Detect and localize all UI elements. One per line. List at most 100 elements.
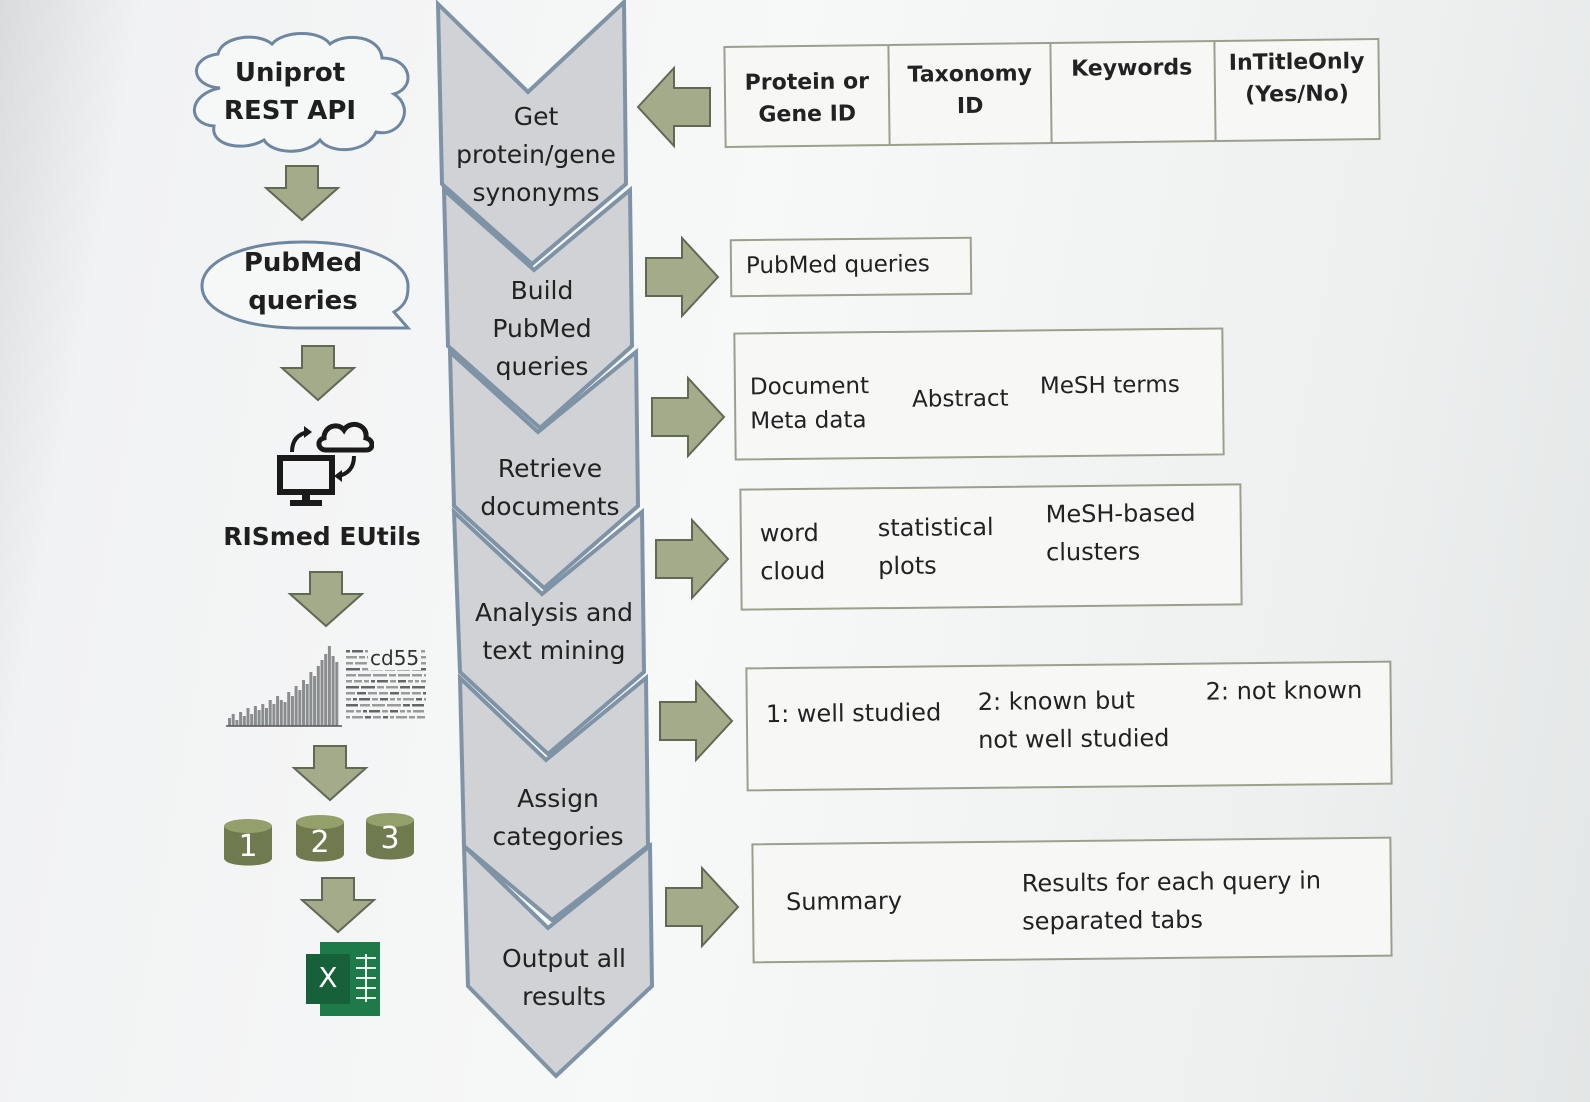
word-cloud-word-mark	[423, 692, 426, 695]
thumbnail-bar	[302, 680, 305, 726]
pubmed-queries-box: PubMed queries	[729, 236, 973, 298]
word-cloud-line1: word	[759, 518, 819, 548]
pubmed-label-line2: queries	[248, 286, 358, 316]
rismed-label: RISmed EUtils	[223, 522, 421, 551]
word-cloud-word-mark	[398, 680, 406, 683]
stage-5-line1: Assign	[517, 784, 599, 813]
stage-5-label: Assign categories	[458, 780, 658, 856]
thumbnail-bar	[268, 700, 272, 726]
word-cloud-word-mark	[390, 680, 396, 683]
word-cloud-word-mark	[346, 710, 354, 713]
word-cloud-word-mark	[412, 674, 422, 677]
word-cloud-word-mark	[360, 704, 370, 707]
word-cloud-word-mark	[424, 698, 426, 701]
word-cloud-word-mark	[412, 686, 425, 689]
stage-3-line2: documents	[480, 492, 620, 521]
word-cloud-word-mark	[356, 710, 361, 713]
word-cloud-word-mark	[377, 686, 384, 689]
chevron-stage-3	[447, 347, 641, 591]
thumbnail-bar	[276, 696, 280, 726]
thumbnail-bar	[298, 690, 302, 726]
thumbnail-bar	[231, 714, 235, 726]
document-metadata-line1: Document	[749, 373, 870, 401]
uniprot-label-line2: REST API	[223, 96, 357, 126]
excel-letter: X	[318, 961, 338, 994]
word-cloud-word-mark	[390, 710, 398, 713]
word-cloud-word-mark	[417, 716, 425, 719]
intitleonly-line2: (Yes/No)	[1245, 81, 1349, 108]
pubmed-queries-text: PubMed queries	[745, 251, 930, 280]
word-cloud-word-mark	[396, 716, 407, 719]
stage-4-line2: text mining	[482, 636, 626, 665]
category-known-not-well-studied: 2: known but not well studied	[978, 681, 1170, 759]
protein-id-line1: Protein or	[744, 69, 870, 96]
taxonomy-id-line1: Taxonomy	[907, 61, 1033, 88]
mesh-clusters-text: MeSH-based clusters	[1045, 494, 1196, 572]
down-arrow-4	[291, 745, 369, 802]
pubmed-label-line1: PubMed	[243, 248, 363, 278]
category-known-line1: 2: known but	[977, 686, 1135, 716]
word-cloud-word-mark	[373, 716, 381, 719]
analysis-box: word cloud statistical plots MeSH-based …	[739, 483, 1243, 611]
word-cloud-word-mark	[354, 680, 362, 683]
stage-2-label: Build PubMed queries	[442, 272, 642, 386]
word-cloud-word-mark	[421, 662, 426, 665]
chevron-stage-2	[441, 185, 635, 431]
word-cloud-word-mark	[424, 674, 426, 677]
category-well-studied: 1: well studied	[765, 698, 942, 729]
word-cloud-word-mark	[390, 698, 395, 701]
document-metadata-line2: Meta data	[750, 407, 867, 435]
thumbnail-bar	[290, 696, 294, 726]
word-cloud-word-mark	[403, 704, 410, 707]
results-tabs-line2: separated tabs	[1022, 905, 1204, 936]
word-cloud-word-mark	[373, 674, 387, 677]
stage-1-label: Get protein/gene synonyms	[436, 98, 636, 212]
word-cloud-word-mark	[407, 710, 411, 713]
category-not-known: 2: not known	[1205, 675, 1363, 706]
chevron-stage-6	[461, 841, 655, 1079]
thumbnail-bar	[313, 676, 317, 726]
database-1-number: 1	[238, 829, 258, 864]
word-cloud-word-mark	[346, 692, 355, 695]
word-cloud-word-mark	[390, 692, 399, 695]
word-cloud-word-mark	[412, 692, 421, 695]
results-tabs-line1: Results for each query in	[1021, 866, 1322, 898]
stage-3-label: Retrieve documents	[450, 450, 650, 526]
stage-3-line1: Retrieve	[497, 454, 603, 483]
word-cloud-word-mark	[363, 710, 367, 713]
results-box: Summary Results for each query in separa…	[751, 836, 1393, 964]
mesh-clusters-line2: clusters	[1045, 537, 1141, 567]
word-cloud-word-mark	[379, 692, 388, 695]
stage-1-line3: synonyms	[472, 178, 600, 207]
word-cloud-word-mark	[346, 656, 357, 659]
thumbnail-bar	[257, 710, 261, 726]
word-cloud-word-mark	[408, 680, 413, 683]
thumbnail-bar	[279, 700, 283, 726]
word-cloud-word-mark	[346, 668, 360, 671]
stage-2-line1: Build	[510, 276, 574, 305]
thumbnail-bar	[272, 704, 276, 726]
thumbnail-bar	[327, 646, 331, 726]
word-cloud-word-mark	[358, 674, 371, 677]
stage-6-line1: Output all	[502, 944, 626, 973]
word-cloud-word-mark	[372, 704, 385, 707]
word-cloud-word-mark	[377, 680, 388, 683]
word-cloud-word-mark	[359, 698, 370, 701]
results-tabs-text: Results for each query in separated tabs	[1022, 861, 1322, 940]
database-3-icon: 3	[364, 812, 416, 860]
word-cloud-word-mark	[372, 698, 378, 701]
down-arrow-2	[279, 345, 357, 402]
word-cloud-word-mark	[346, 680, 352, 683]
database-2-number: 2	[310, 825, 330, 860]
word-cloud-word-mark	[369, 710, 380, 713]
stage-2-line3: queries	[495, 352, 589, 381]
word-cloud-word-mark	[346, 650, 350, 653]
document-metadata-text: Document Meta data	[750, 369, 870, 438]
chevron-stage-4	[451, 507, 647, 757]
word-cloud-word-mark	[386, 686, 398, 689]
word-cloud-word-mark	[387, 704, 401, 707]
mesh-clusters-line1: MeSH-based	[1045, 498, 1196, 529]
word-cloud-word-mark	[346, 686, 359, 689]
thumbnail-bar	[331, 656, 335, 726]
output-arrow-documents	[651, 375, 726, 459]
